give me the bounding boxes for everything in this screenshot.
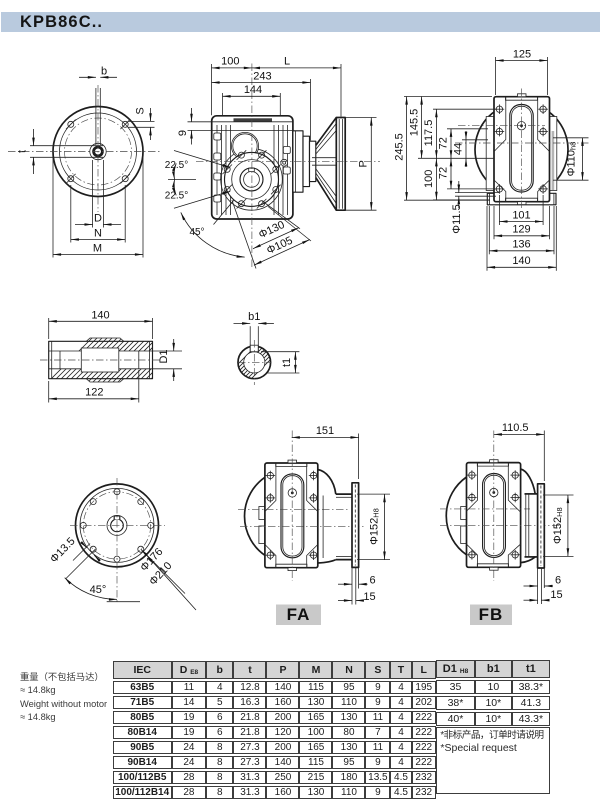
svg-text:129: 129 <box>512 224 530 236</box>
svg-text:44: 44 <box>453 143 465 155</box>
svg-text:Φ152H8: Φ152H8 <box>552 507 564 544</box>
svg-text:t: t <box>17 150 29 153</box>
svg-text:D: D <box>94 213 102 225</box>
svg-text:110.5: 110.5 <box>502 422 529 434</box>
svg-text:FB: FB <box>479 605 504 624</box>
svg-text:t1: t1 <box>281 358 293 367</box>
svg-text:M: M <box>93 243 102 255</box>
svg-text:72: 72 <box>438 137 450 149</box>
svg-text:151: 151 <box>316 425 334 437</box>
svg-text:Φ11.5: Φ11.5 <box>451 204 463 233</box>
svg-text:L: L <box>284 56 290 68</box>
svg-text:100: 100 <box>221 56 239 68</box>
svg-text:Φ110h8: Φ110h8 <box>566 142 578 177</box>
svg-text:140: 140 <box>91 309 109 321</box>
svg-text:100: 100 <box>423 170 435 188</box>
svg-text:122: 122 <box>85 387 103 399</box>
svg-text:101: 101 <box>512 209 530 221</box>
svg-text:140: 140 <box>512 255 530 267</box>
svg-text:22.5°: 22.5° <box>165 160 188 171</box>
svg-text:6: 6 <box>555 575 561 587</box>
svg-text:117.5: 117.5 <box>423 120 435 147</box>
svg-text:6: 6 <box>369 574 375 586</box>
svg-text:b1: b1 <box>248 311 260 323</box>
svg-text:125: 125 <box>513 48 531 60</box>
svg-text:S: S <box>135 107 147 114</box>
svg-text:15: 15 <box>550 589 562 601</box>
svg-text:243: 243 <box>253 70 271 82</box>
svg-text:136: 136 <box>512 239 530 251</box>
svg-text:22.5°: 22.5° <box>165 191 188 202</box>
svg-text:245.5: 245.5 <box>393 133 405 161</box>
svg-text:P: P <box>358 160 370 167</box>
svg-text:N: N <box>94 228 102 240</box>
svg-text:FA: FA <box>287 605 311 624</box>
svg-text:72: 72 <box>438 167 450 179</box>
svg-text:145.5: 145.5 <box>408 109 420 137</box>
svg-text:144: 144 <box>244 84 262 96</box>
svg-text:45°: 45° <box>90 584 107 596</box>
svg-text:Φ13.5: Φ13.5 <box>48 535 78 565</box>
svg-text:Φ152H8: Φ152H8 <box>369 508 381 545</box>
svg-text:9: 9 <box>177 130 189 136</box>
svg-text:b: b <box>101 66 107 78</box>
svg-text:45°: 45° <box>189 227 204 238</box>
svg-text:15: 15 <box>363 591 375 603</box>
svg-text:D1: D1 <box>158 349 170 363</box>
